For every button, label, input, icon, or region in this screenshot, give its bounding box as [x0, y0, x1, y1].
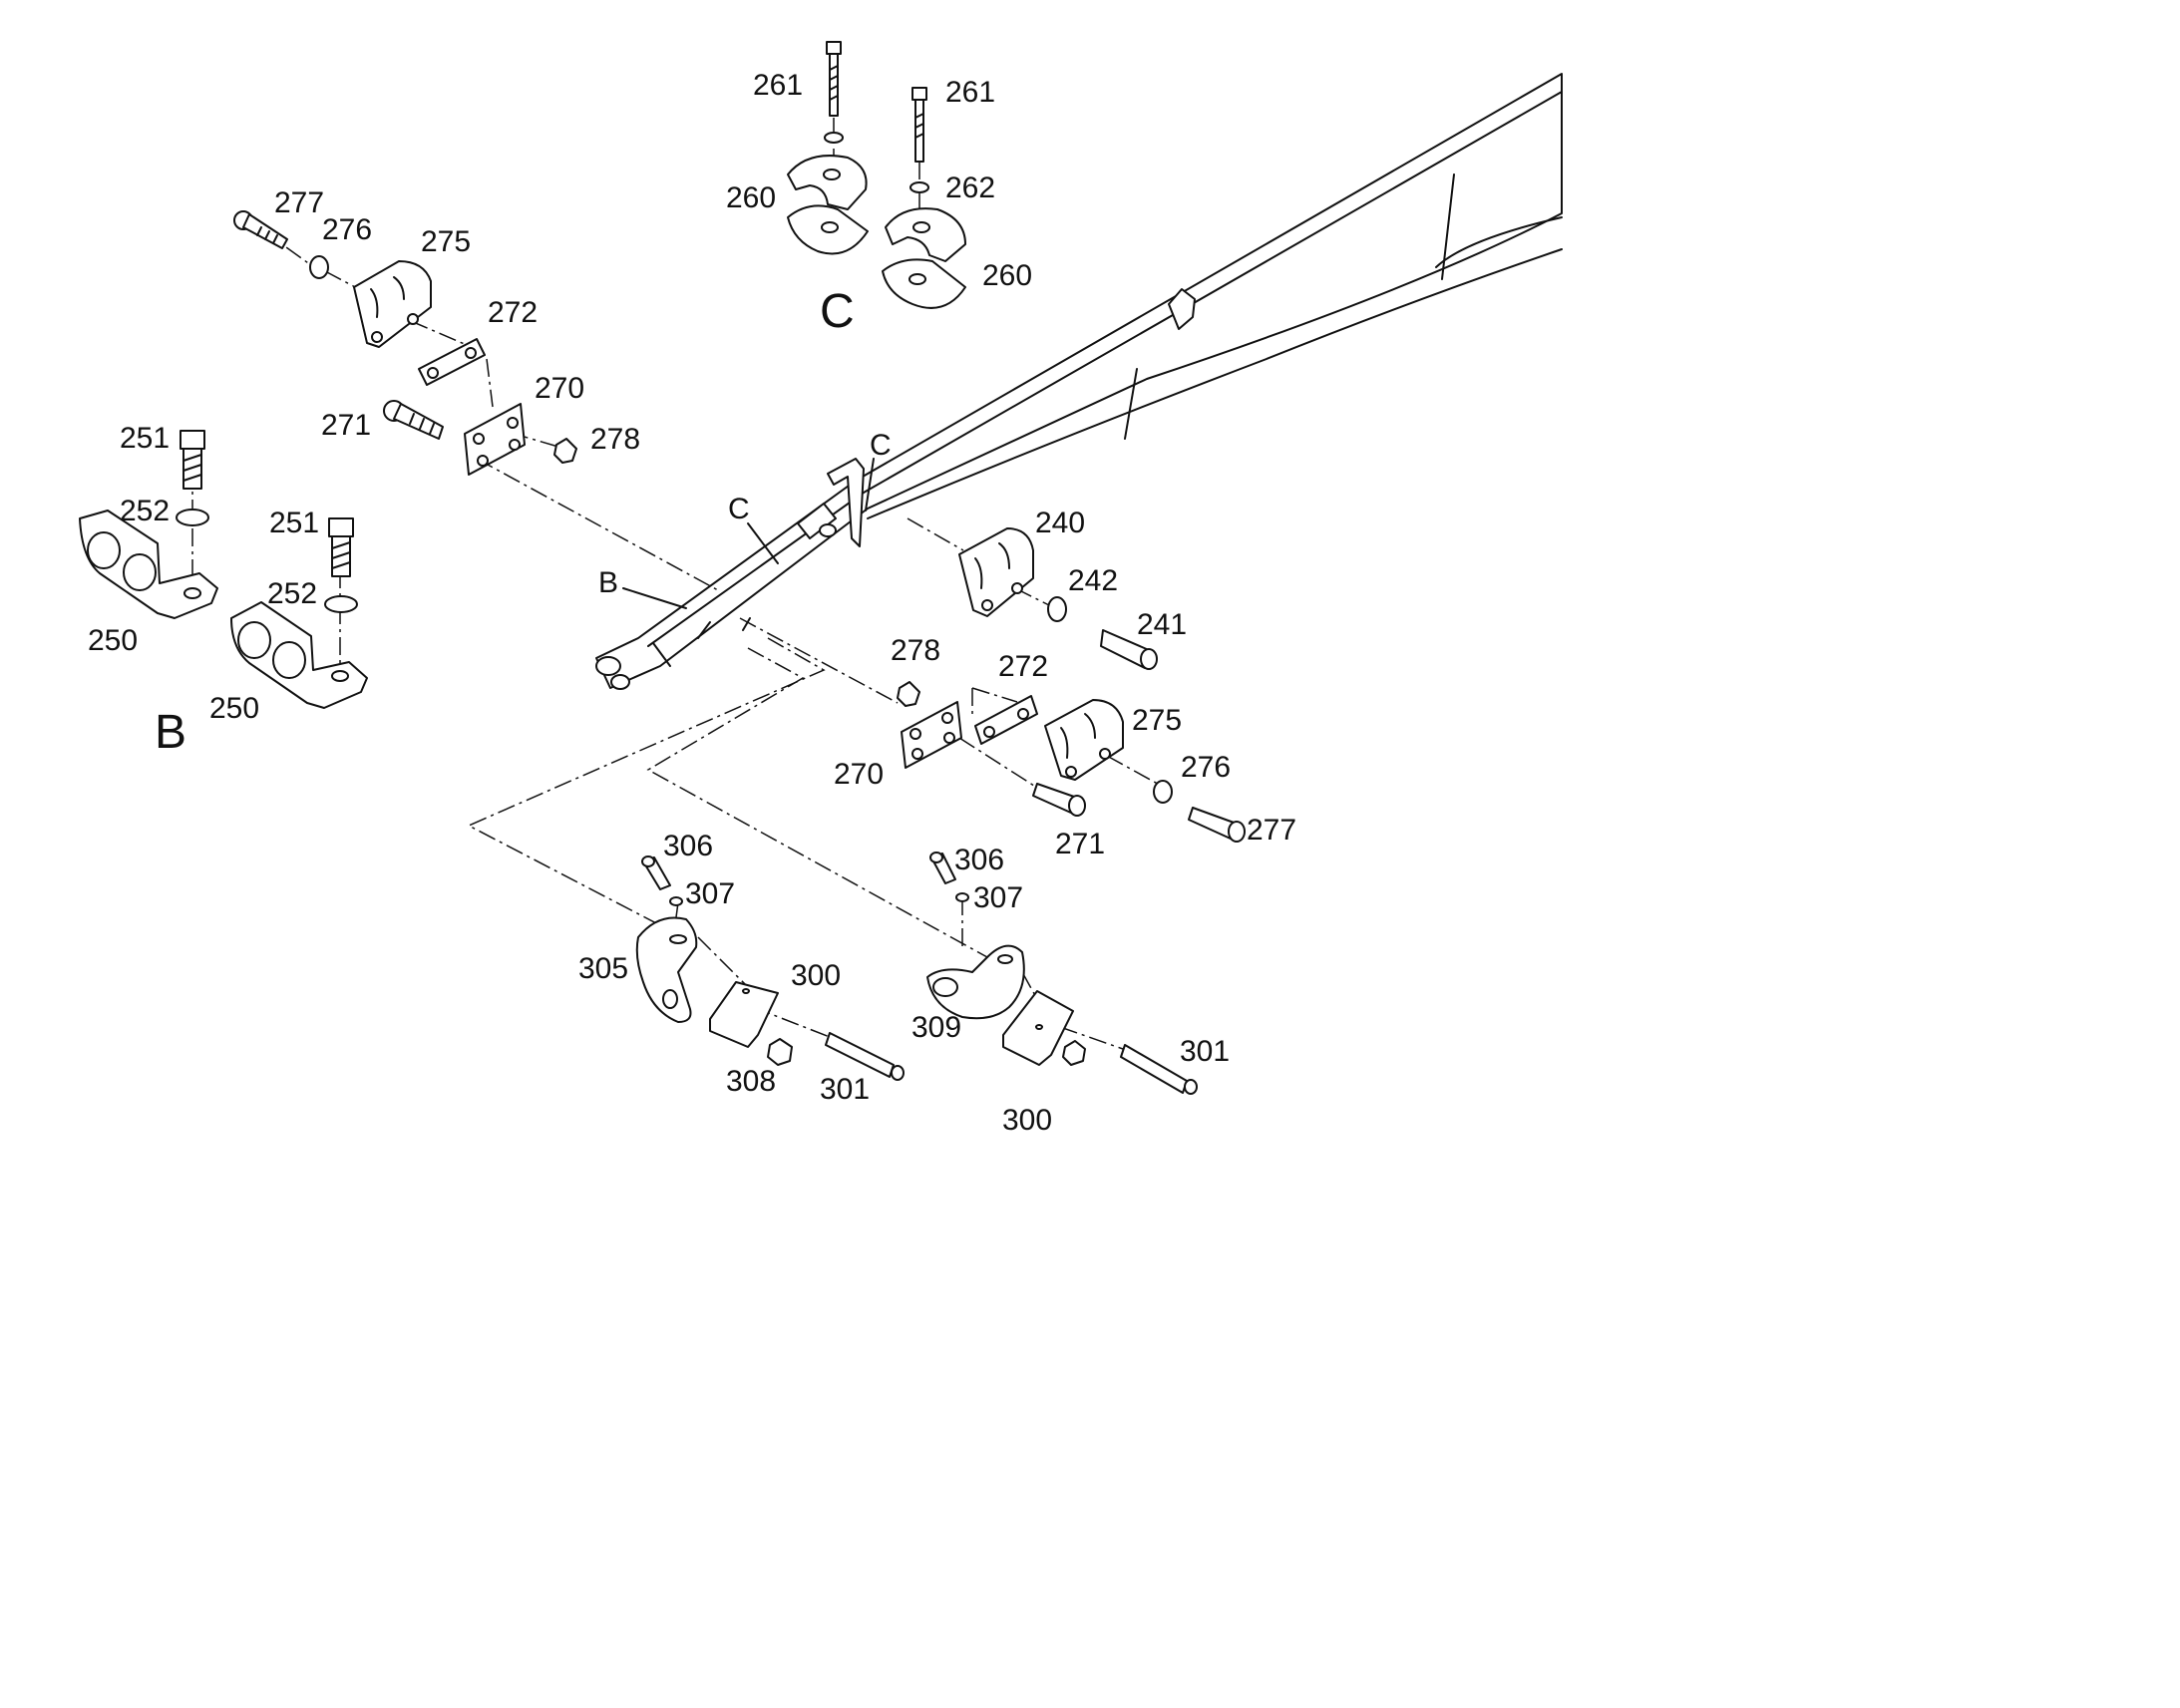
callout-252: 252: [120, 495, 170, 527]
callout-271: 271: [1055, 828, 1105, 860]
washer-262-left: [824, 132, 844, 144]
bracket-300-right: [1002, 990, 1074, 1066]
bolt-301-right: [1120, 1044, 1198, 1095]
callout-251: 251: [120, 422, 170, 455]
bottom-left-assembly: [635, 855, 905, 1081]
plate-272-lower: [974, 695, 1038, 745]
callout-307: 307: [973, 881, 1023, 914]
bracket-305: [635, 916, 698, 1023]
detail-c-parts: [787, 41, 966, 309]
boom-arm: [595, 73, 1563, 690]
callout-306: 306: [954, 844, 1004, 876]
screw-306-right: [929, 852, 956, 884]
callout-309: 309: [911, 1011, 961, 1044]
callout-306: 306: [663, 830, 713, 862]
nut-308: [767, 1038, 793, 1066]
bolt-277-upper: [233, 210, 288, 249]
bolt-251-right: [328, 517, 354, 577]
clamp-275-lower: [1044, 699, 1124, 781]
detail-markers: B C B C C: [155, 285, 892, 759]
callout-275: 275: [1132, 704, 1182, 737]
bolt-261-right: [911, 87, 927, 163]
bracket-250-right: [230, 601, 368, 709]
callout-270: 270: [834, 758, 884, 791]
callout-275: 275: [421, 225, 471, 258]
bolt-251-left: [180, 430, 205, 490]
clamp-275-upper: [353, 260, 432, 348]
callout-301: 301: [820, 1073, 870, 1106]
bolt-241: [1100, 629, 1158, 670]
callout-242: 242: [1068, 564, 1118, 597]
callout-308: 308: [726, 1065, 776, 1098]
callout-261: 261: [753, 69, 803, 102]
nut-278-upper: [553, 438, 577, 464]
upper-left-assembly: [233, 210, 577, 476]
washer-252-left: [176, 509, 209, 526]
callout-241: 241: [1137, 608, 1187, 641]
washer-262-right: [909, 181, 929, 193]
callout-272: 272: [488, 296, 538, 329]
bolt-261-left: [826, 41, 842, 117]
exploded-parts-diagram: 261 261 262 260 260 277 276 275 272 270 …: [79, 41, 1563, 1137]
clamp-260-left: [787, 155, 869, 255]
callout-240: 240: [1035, 507, 1085, 539]
callout-270: 270: [535, 372, 584, 405]
callout-252: 252: [267, 577, 317, 610]
bracket-300-left: [709, 981, 779, 1048]
lower-right-assembly: [897, 681, 1246, 843]
leader-lines: [622, 458, 875, 609]
callout-261: 261: [945, 76, 995, 109]
boom-marker-c: C: [870, 429, 892, 462]
callout-307: 307: [685, 877, 735, 910]
callout-305: 305: [578, 952, 628, 985]
detail-label-b: B: [155, 706, 186, 759]
detail-label-c: C: [820, 285, 855, 338]
washer-276-upper: [309, 255, 329, 279]
clamp-240: [958, 527, 1034, 617]
washer-252-right: [324, 595, 358, 613]
callout-251: 251: [269, 507, 319, 539]
callout-278: 278: [590, 423, 640, 456]
callout-262: 262: [945, 171, 995, 204]
callout-labels: 261 261 262 260 260 277 276 275 272 270 …: [88, 69, 1296, 1137]
callout-276: 276: [1181, 751, 1231, 784]
washer-276-lower: [1153, 780, 1173, 804]
callout-276: 276: [322, 213, 372, 246]
bracket-309: [926, 944, 1025, 1020]
bolt-301-left: [825, 1032, 905, 1081]
boom-marker-c: C: [728, 493, 750, 525]
callout-272: 272: [998, 650, 1048, 683]
callout-300: 300: [791, 959, 841, 992]
plate-272-upper: [418, 338, 486, 386]
nut-300-right: [1062, 1040, 1086, 1066]
screw-306-left: [641, 855, 671, 890]
clamp-260-right: [882, 207, 966, 309]
right-middle-assembly: [958, 527, 1158, 670]
callout-271: 271: [321, 409, 371, 442]
boom-marker-b: B: [598, 566, 618, 599]
bolt-271-upper: [383, 400, 444, 440]
callout-250: 250: [209, 692, 259, 725]
bolt-271-lower: [1032, 783, 1086, 817]
callout-250: 250: [88, 624, 138, 657]
callout-278: 278: [891, 634, 940, 667]
callout-277: 277: [274, 186, 324, 219]
detail-b-parts: [79, 430, 368, 709]
washer-307-right: [955, 892, 969, 902]
callout-300: 300: [1002, 1104, 1052, 1137]
bracket-250-left: [79, 510, 218, 619]
plate-270-upper: [464, 403, 526, 476]
callout-260: 260: [982, 259, 1032, 292]
bottom-right-assembly: [926, 852, 1198, 1095]
nut-278-lower: [897, 681, 920, 707]
bolt-277-lower: [1188, 807, 1246, 843]
callout-277: 277: [1247, 814, 1296, 847]
washer-242: [1047, 596, 1067, 622]
callout-301: 301: [1180, 1035, 1230, 1068]
callout-260: 260: [726, 181, 776, 214]
plate-270-lower: [901, 701, 962, 769]
washer-307-left: [669, 896, 683, 906]
